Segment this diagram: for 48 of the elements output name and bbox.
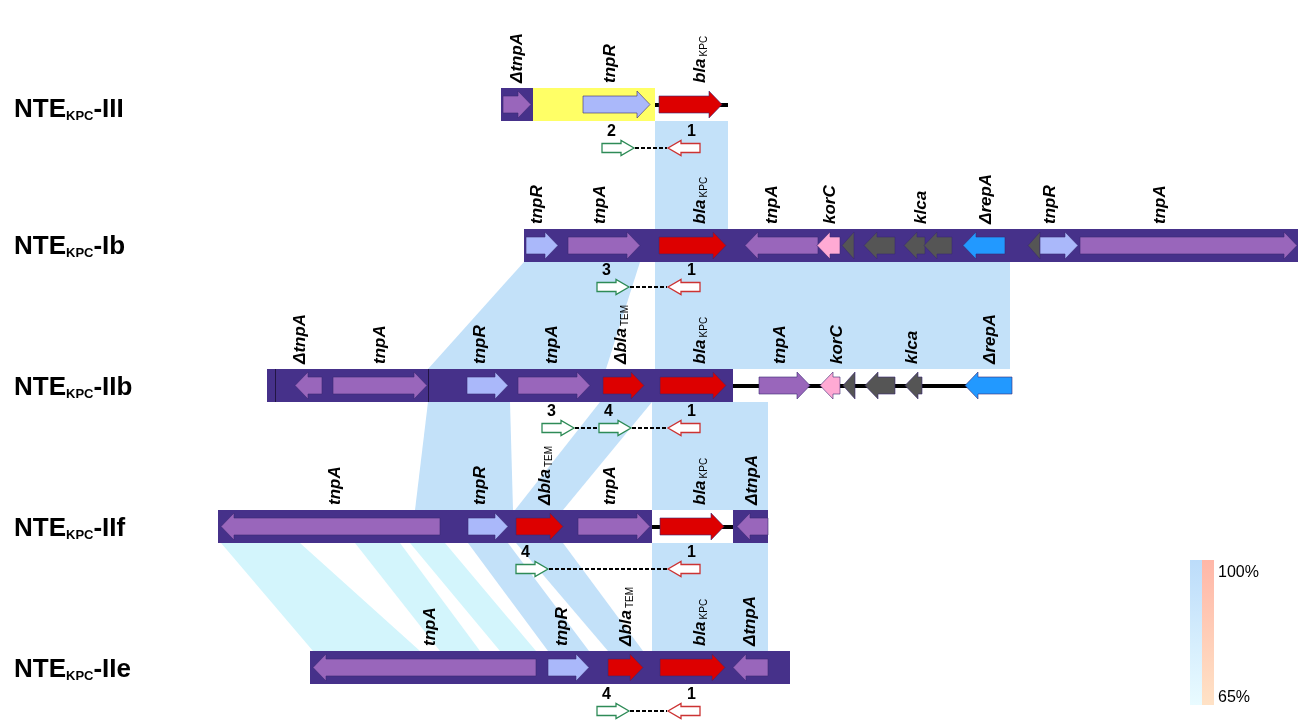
- construct-name: NTE$_{KPC}$-IIf: [14, 512, 126, 542]
- gene-label: tnpA: [371, 325, 389, 364]
- gene-label: tnpR: [1041, 185, 1059, 224]
- gene-label: korC: [828, 325, 846, 364]
- primer-number: 4: [521, 544, 530, 560]
- primer-number: 1: [687, 123, 696, 139]
- gene-label: ΔtnpA: [743, 454, 761, 505]
- primer-number: 1: [687, 403, 696, 419]
- gene-label: ΔtnpA: [741, 595, 759, 646]
- gene-label: tnpR: [601, 44, 619, 83]
- gene-label: tnpA: [771, 325, 789, 364]
- scale-value: 65%: [1218, 688, 1251, 706]
- construct-name: NTE$_{KPC}$-IIe: [14, 653, 132, 683]
- gene-label: tnpA: [591, 185, 609, 224]
- gene-label: tnpR: [471, 325, 489, 364]
- gene-label: ΔrepA: [981, 313, 999, 364]
- primer-link-line: [634, 147, 668, 149]
- primer-link-line: [629, 286, 668, 288]
- gene-label: ΔtnpA: [508, 32, 526, 83]
- primer-number: 2: [607, 123, 616, 139]
- primer-link-line: [548, 568, 668, 570]
- construct-name: NTE$_{KPC}$-III: [14, 93, 124, 123]
- construct-name: NTE$_{KPC}$-Ib: [14, 230, 126, 260]
- gene-label: tnpA: [543, 325, 561, 364]
- gene-label: tnpA: [421, 607, 439, 646]
- gene-label: tnpR: [471, 466, 489, 505]
- gene-label: klca: [912, 190, 930, 224]
- primer-number: 1: [687, 262, 696, 278]
- gene-label: tnpA: [326, 466, 344, 505]
- gene-label: korC: [821, 185, 839, 224]
- primer-number: 3: [547, 403, 556, 419]
- primer-number: 4: [602, 686, 611, 702]
- scale-value: 100%: [1218, 563, 1259, 581]
- gene-label: tnpA: [601, 466, 619, 505]
- primer-number: 1: [687, 686, 696, 702]
- primer-link-line: [574, 427, 599, 429]
- gene-label: tnpR: [528, 185, 546, 224]
- primer-link-line: [629, 710, 668, 712]
- primer-number: 1: [687, 544, 696, 560]
- gene-label: tnpR: [553, 607, 571, 646]
- gene-label: tnpA: [763, 185, 781, 224]
- construct-name: NTE$_{KPC}$-IIb: [14, 371, 133, 401]
- gene-label: ΔrepA: [977, 173, 995, 224]
- primer-number: 4: [604, 403, 613, 419]
- gene-label: klca: [903, 330, 921, 364]
- gene-label: ΔtnpA: [291, 313, 309, 364]
- gene-label: tnpA: [1151, 185, 1169, 224]
- primer-number: 3: [602, 262, 611, 278]
